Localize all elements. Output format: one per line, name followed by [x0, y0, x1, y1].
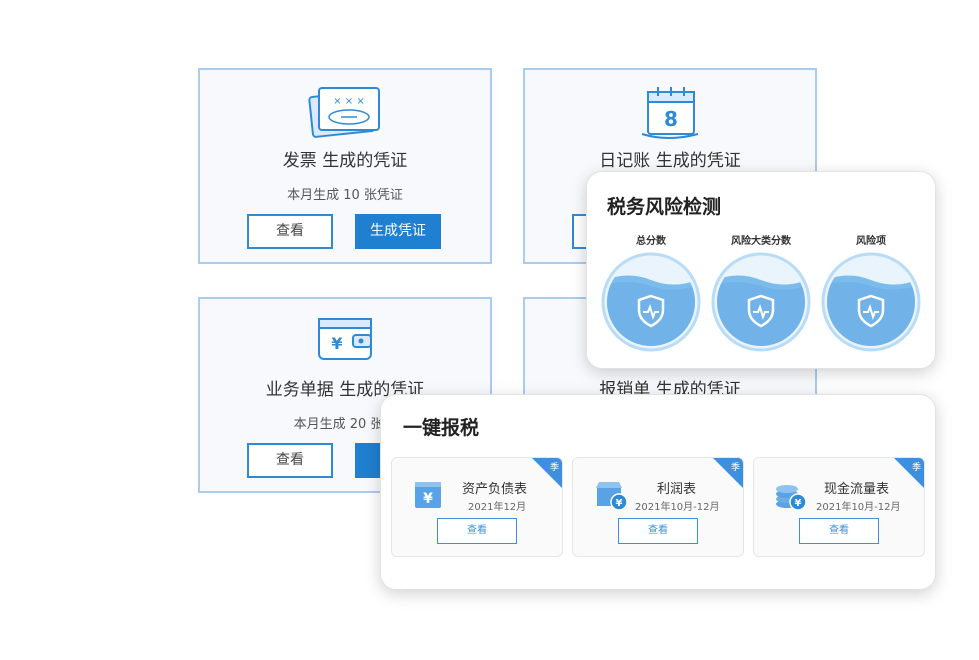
view-button[interactable]: 查看	[799, 518, 879, 544]
quarter-badge-label: 季	[549, 463, 559, 473]
tax-risk-panel: 税务风险检测 总分数 风险大类分数 风险项	[586, 171, 936, 369]
wallet-yuan-icon: ¥	[318, 318, 372, 360]
cash-flow-card[interactable]: 季 ¥ 现金流量表 2021年10月-12月 查看	[753, 457, 925, 557]
report-date: 2021年10月-12月	[635, 502, 720, 513]
quarter-badge-label: 季	[911, 463, 921, 473]
calendar-icon: 8	[641, 87, 699, 139]
invoice-voucher-card: × × × 发票 生成的凭证 本月生成 10 张凭证 查看 生成凭证	[198, 68, 492, 264]
report-name: 利润表	[657, 482, 697, 497]
invoice-icon: × × ×	[308, 87, 380, 138]
view-button[interactable]: 查看	[437, 518, 517, 544]
quarter-badge	[713, 458, 743, 488]
svg-text:× × ×: × × ×	[333, 96, 365, 107]
view-button[interactable]: 查看	[247, 443, 333, 478]
view-button[interactable]: 查看	[618, 518, 698, 544]
income-statement-card[interactable]: 季 ¥ 利润表 2021年10月-12月 查看	[572, 457, 744, 557]
quarter-badge	[532, 458, 562, 488]
view-button[interactable]: 查看	[247, 214, 333, 249]
svg-text:¥: ¥	[616, 498, 623, 509]
risk-item-gauge[interactable]	[821, 252, 921, 352]
coin-stack-icon: ¥	[776, 485, 807, 511]
yuan-box-icon: ¥	[415, 482, 441, 508]
card-subtitle: 本月生成 20 张凭	[293, 417, 397, 432]
balance-sheet-card[interactable]: 季 ¥ 资产负债表 2021年12月 查看	[391, 457, 563, 557]
panel-title: 税务风险检测	[607, 196, 722, 218]
report-name: 资产负债表	[462, 482, 528, 497]
generate-voucher-button[interactable]: 生成凭证	[355, 214, 441, 249]
card-title: 日记账 生成的凭证	[599, 151, 741, 171]
card-title: 业务单据 生成的凭证	[265, 380, 425, 400]
shield-pulse-icon	[637, 294, 665, 328]
report-date: 2021年10月-12月	[816, 502, 901, 513]
quarter-badge-label: 季	[730, 463, 740, 473]
panel-title: 一键报税	[403, 417, 480, 439]
card-title: 发票 生成的凭证	[282, 151, 408, 171]
tax-filing-panel: 一键报税 季 ¥ 资产负债表 2021年12月 查看 季 ¥ 利润表 2021年…	[380, 394, 936, 590]
gauge-label: 风险大类分数	[731, 236, 791, 247]
report-date: 2021年12月	[468, 502, 527, 513]
risk-category-gauge[interactable]	[711, 252, 811, 352]
total-score-gauge[interactable]	[601, 252, 701, 352]
svg-text:¥: ¥	[331, 334, 342, 353]
svg-text:¥: ¥	[423, 491, 433, 507]
shield-pulse-icon	[857, 294, 885, 328]
shield-pulse-icon	[747, 294, 775, 328]
store-yuan-icon: ¥	[596, 482, 628, 511]
svg-text:¥: ¥	[795, 498, 802, 509]
gauge-label: 总分数	[636, 236, 666, 247]
card-subtitle: 本月生成 10 张凭证	[287, 188, 403, 203]
report-name: 现金流量表	[824, 482, 890, 497]
quarter-badge	[894, 458, 924, 488]
gauge-label: 风险项	[856, 236, 886, 247]
svg-text:8: 8	[664, 107, 678, 131]
